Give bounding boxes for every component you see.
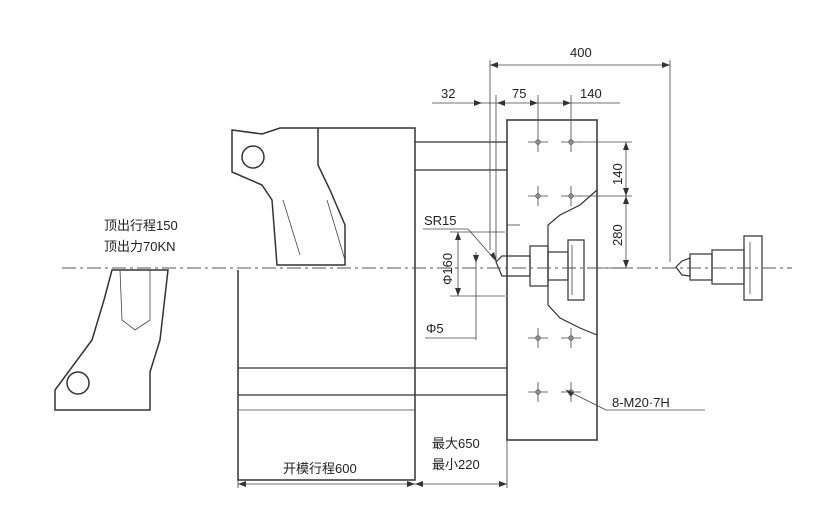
label-140-side: 140: [610, 163, 625, 185]
label-phi160: Φ160: [440, 253, 455, 285]
label-ejector-force: 顶出力70KN: [104, 239, 176, 254]
dim-400: [489, 60, 671, 262]
label-280: 280: [610, 224, 625, 246]
label-opening-stroke: 开模行程600: [283, 461, 357, 476]
tie-bar-lower: [415, 367, 507, 396]
dim-thread-leader: [565, 389, 705, 411]
toggle-link-lower: [54, 269, 169, 411]
moving-platen: [237, 127, 416, 481]
dim-daylight: [415, 440, 508, 488]
label-daylight-max: 最大650: [432, 436, 480, 451]
label-daylight-min: 最小220: [432, 457, 480, 472]
label-75: 75: [512, 86, 526, 101]
toggle-link-upper: [231, 127, 346, 266]
platen-mounting-holes: [528, 132, 581, 402]
label-400: 400: [570, 45, 592, 60]
dim-32-75-140: [432, 95, 620, 262]
label-140-top: 140: [580, 86, 602, 101]
dim-opening-stroke: [237, 480, 415, 488]
dim-140-280-vertical: [580, 141, 632, 269]
dim-phi5: [425, 252, 479, 340]
label-ejector-stroke: 顶出行程150: [104, 218, 178, 233]
label-32: 32: [441, 86, 455, 101]
label-thread: 8-M20·7H: [612, 395, 670, 410]
tie-bar-upper: [415, 141, 507, 171]
label-phi5: Φ5: [426, 321, 444, 336]
nozzle-assembly-installed: [495, 239, 585, 301]
dim-phi160: [450, 231, 505, 297]
dim-sr15: [423, 228, 498, 263]
label-sr15: SR15: [424, 213, 457, 228]
